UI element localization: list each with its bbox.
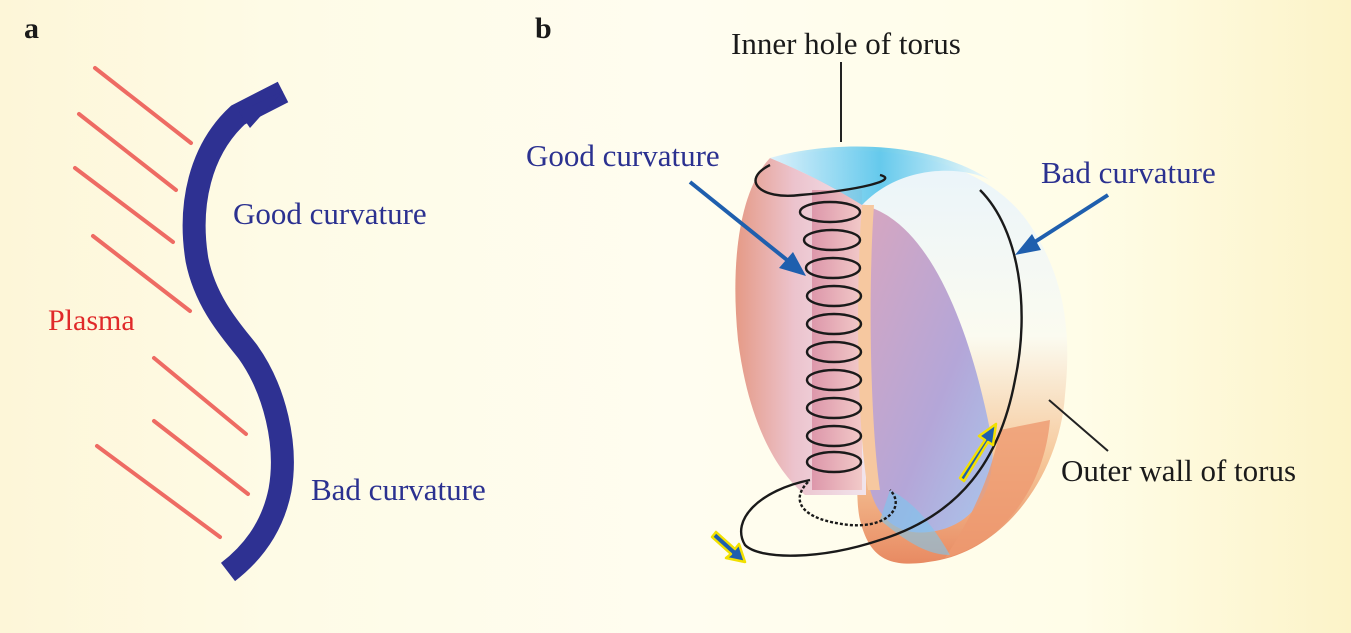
plasma-line: [152, 419, 250, 496]
good-curvature-arrow: [688, 180, 806, 276]
torus-central-column: [812, 190, 862, 490]
torus-model: [735, 146, 1068, 564]
plasma-line: [73, 166, 175, 244]
plasma-label: Plasma: [48, 304, 135, 337]
plasma-line: [95, 444, 222, 539]
helical-field-line: [739, 163, 1023, 557]
torus-outer-shading: [945, 420, 1050, 558]
outer-wall-label: Outer wall of torus: [1061, 453, 1297, 488]
plasma-line: [77, 112, 178, 192]
panel-a-label: a: [24, 12, 39, 45]
field-direction-arrow-down: [710, 530, 747, 564]
bad-curvature-label-a: Bad curvature: [311, 472, 486, 507]
panel-b-label: b: [535, 12, 552, 45]
outer-wall-leader: [1048, 399, 1109, 452]
torus-edge-strip: [858, 205, 880, 490]
field-direction-arrow-up: [958, 422, 998, 483]
good-curvature-label-a: Good curvature: [233, 196, 427, 231]
wall-tip: [239, 91, 283, 128]
good-curvature-label-b: Good curvature: [526, 138, 720, 173]
containment-wall: [182, 81, 294, 582]
torus-inner-cavity: [860, 205, 993, 533]
plasma-hatch-lines: [73, 66, 250, 539]
inner-hole-label: Inner hole of torus: [731, 26, 961, 61]
bad-curvature-label-b: Bad curvature: [1041, 155, 1216, 190]
plasma-line: [91, 234, 192, 313]
plasma-line: [93, 66, 193, 145]
bad-curvature-arrow: [1015, 193, 1110, 255]
plasma-line: [152, 356, 248, 436]
